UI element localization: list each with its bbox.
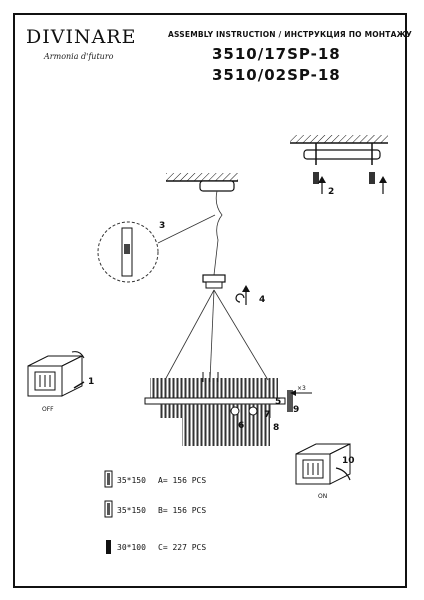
instruction-title: ASSEMBLY INSTRUCTION / ИНСТРУКЦИЯ ПО МОН… — [168, 30, 412, 39]
step-4-label: 4 — [259, 295, 265, 305]
part-b-spec: B= 156 PCS — [158, 506, 206, 515]
step-7-label: 7 — [264, 410, 270, 420]
canopy — [199, 180, 235, 192]
top-holder — [202, 274, 226, 283]
model-number-2: 3510/02SP-18 — [212, 66, 341, 84]
screw-left — [313, 172, 319, 184]
suspension-cables — [164, 190, 269, 381]
screw-right — [369, 172, 375, 184]
hand-icon — [73, 381, 85, 389]
ceiling-main — [166, 173, 238, 192]
quantity-x3: ×3 — [297, 385, 306, 392]
part-a-spec: A= 156 PCS — [158, 476, 206, 485]
off-label: OFF — [42, 406, 54, 413]
brand-logo: DIVINARE — [26, 26, 137, 48]
step-10-label: 10 — [342, 456, 355, 466]
detail-callout — [97, 214, 216, 283]
bulb — [230, 406, 240, 416]
step-5-label: 5 — [275, 397, 281, 407]
lower-crystal-tier — [182, 418, 270, 446]
on-label: ON — [318, 493, 327, 500]
step-2-label: 2 — [328, 187, 334, 197]
part-a-dims: 35*150 — [117, 476, 146, 485]
part-b-dims: 35*150 — [117, 506, 146, 515]
mounting-bar — [303, 149, 381, 160]
top-holder-cap — [205, 281, 223, 289]
brand-tagline: Armonia d'futuro — [44, 52, 114, 61]
crystal-hanging-detail — [287, 390, 312, 412]
model-number-1: 3510/17SP-18 — [212, 45, 341, 63]
upper-crystal-tier — [150, 378, 278, 400]
bulb — [248, 406, 258, 416]
power-switch-on — [295, 443, 351, 485]
ceiling-mounting-detail — [290, 135, 388, 194]
step-8-label: 8 — [273, 423, 279, 433]
frame-ring — [144, 397, 286, 405]
middle-crystal-tier — [160, 404, 272, 418]
step-3-label: 3 — [159, 221, 165, 231]
page-border — [13, 13, 407, 588]
rotate-arrow-4 — [235, 285, 250, 305]
crystal-c-icon — [106, 540, 111, 554]
part-c-spec: C= 227 PCS — [158, 543, 206, 552]
step-9-label: 9 — [293, 405, 299, 415]
hand-icon — [335, 467, 351, 481]
power-switch-off — [27, 351, 85, 397]
part-c-dims: 30*100 — [117, 543, 146, 552]
step-6-label: 6 — [238, 421, 244, 431]
step-1-label: 1 — [88, 377, 94, 387]
chandelier-body — [144, 372, 286, 446]
